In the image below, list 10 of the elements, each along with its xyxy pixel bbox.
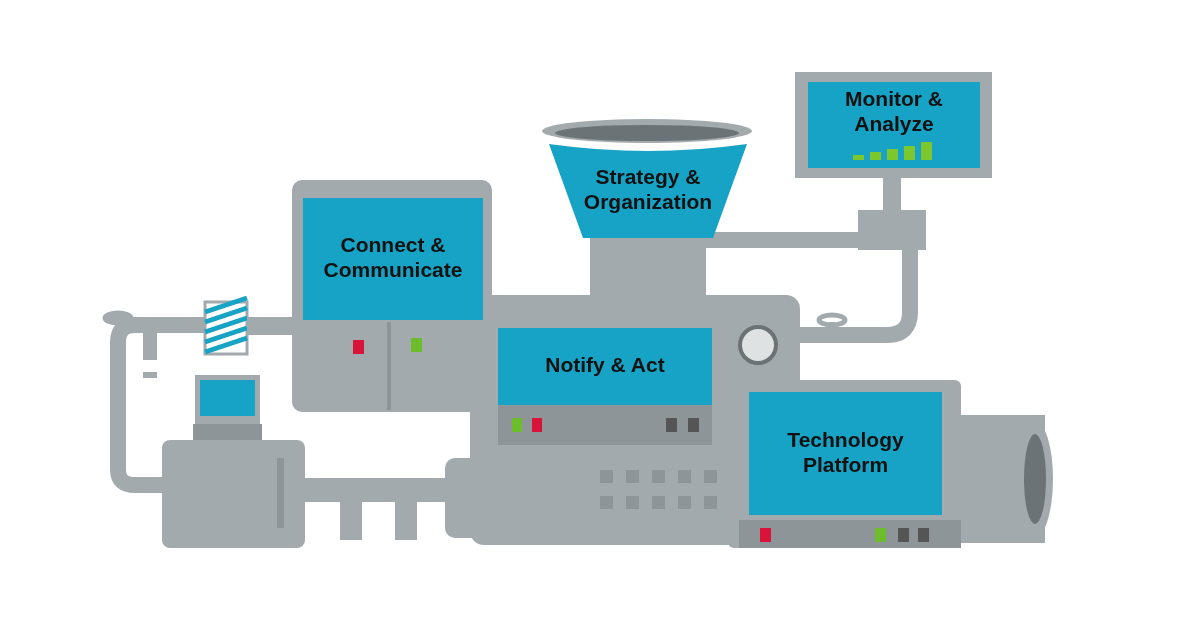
funnel-panel <box>549 144 747 238</box>
screen-panel <box>749 392 942 515</box>
screen-panel <box>808 82 980 168</box>
panel-label: Notify & Act <box>544 352 666 377</box>
panel-label: Technology Platform <box>786 426 905 477</box>
panel-label: Connect & Communicate <box>322 232 464 282</box>
screen-panel <box>498 328 712 405</box>
panel-label: Monitor & Analyze <box>844 86 944 136</box>
panel-label: Strategy & Organization <box>582 164 714 214</box>
screen-panel <box>303 198 483 320</box>
